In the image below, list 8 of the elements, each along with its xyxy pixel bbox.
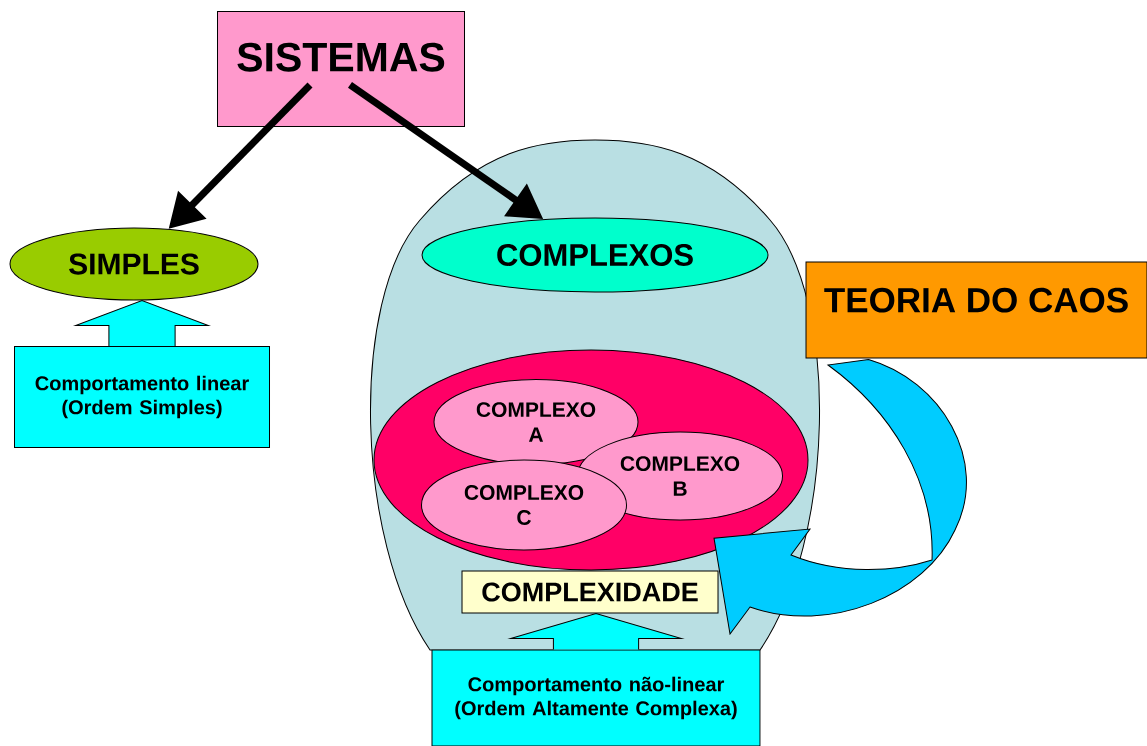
block-arrow [510,613,682,650]
text-box: Comportamento não-linear (Ordem Altamente Complexa) [431,649,761,746]
block-arrow [75,300,209,347]
title-box: SISTEMAS [217,11,465,127]
label-box: COMPLEXIDADE [461,570,719,614]
curved-arrow [713,359,967,635]
text-box: Comportamento linear (Ordem Simples) [14,346,270,448]
title-box: TEORIA DO CAOS [805,261,1147,359]
